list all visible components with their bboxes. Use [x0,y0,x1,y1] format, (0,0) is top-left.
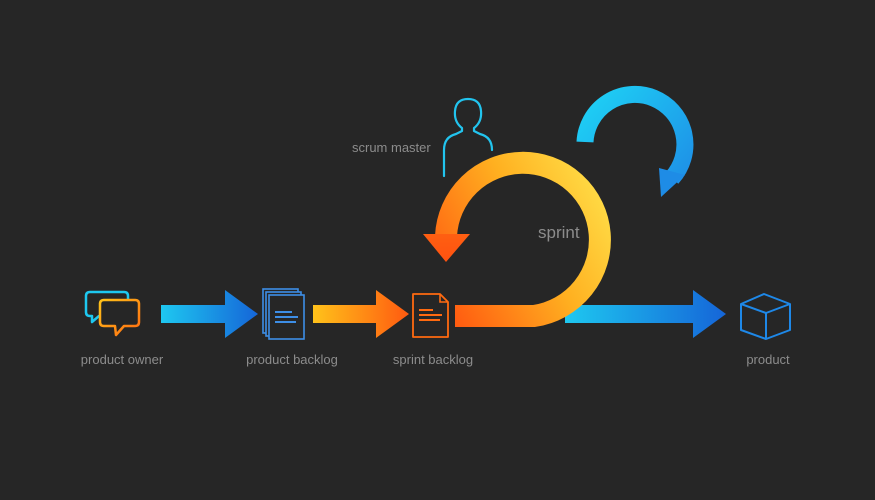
arrow-sprint-to-product [565,290,726,338]
label-product: product [746,352,790,367]
person-icon [442,97,494,178]
cube-icon [740,293,791,340]
arrow-owner-to-backlog [161,290,258,338]
label-product-owner: product owner [81,352,164,367]
sprint-loop-arrow [423,151,611,327]
documents-stack-icon [262,288,305,340]
speech-bubbles-icon [84,290,141,337]
label-sprint: sprint [538,223,580,242]
label-product-backlog: product backlog [246,352,338,367]
document-icon [412,293,449,338]
label-sprint-backlog: sprint backlog [393,352,473,367]
arrow-backlog-to-sprint-backlog [313,290,409,338]
daily-scrum-loop-arrow [576,85,694,197]
label-scrum-master: scrum master [352,140,431,155]
